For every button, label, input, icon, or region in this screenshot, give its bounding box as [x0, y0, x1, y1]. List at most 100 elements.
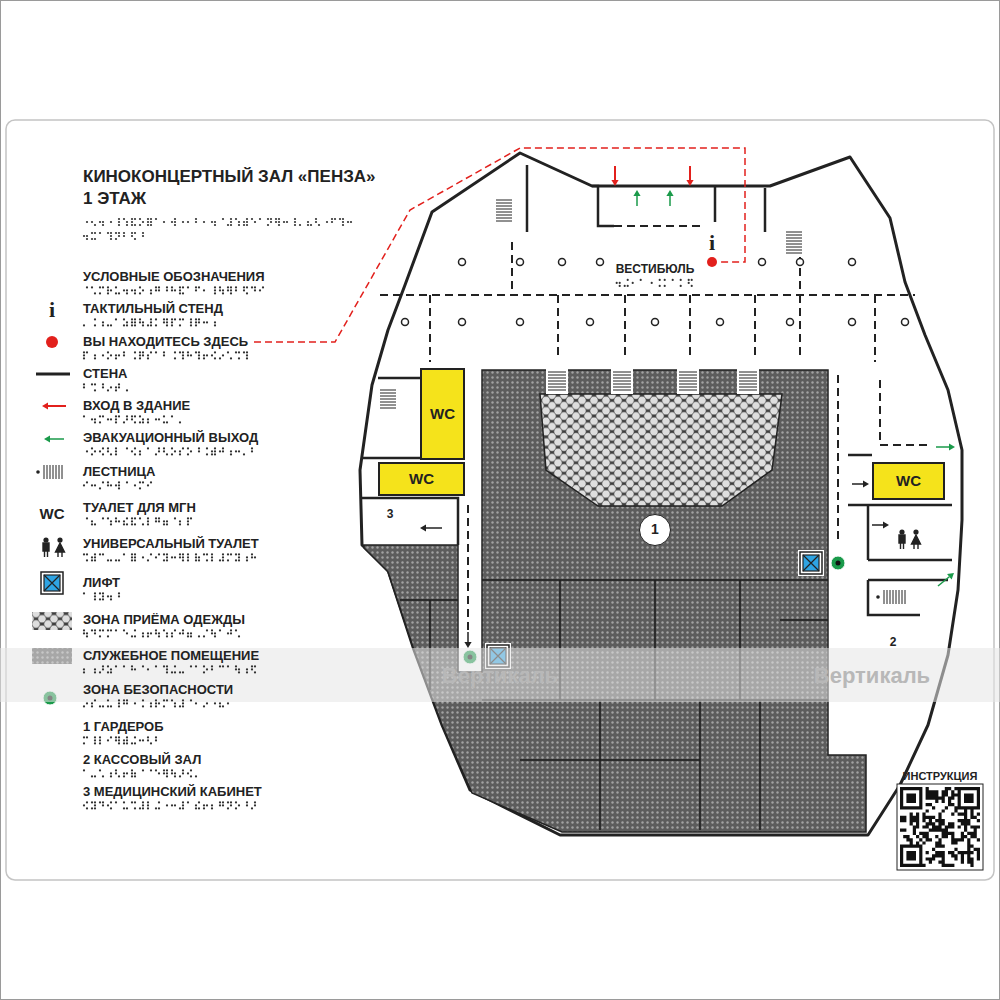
braille-dot	[166, 556, 168, 558]
braille-dot	[142, 523, 144, 525]
braille-dot	[619, 285, 621, 287]
route-line	[624, 295, 626, 360]
braille-dot	[219, 801, 221, 803]
braille-dot	[211, 629, 213, 631]
braille-dot	[158, 801, 160, 803]
braille-dot	[142, 289, 144, 291]
lift-cross	[803, 555, 819, 571]
braille-dot	[102, 415, 104, 417]
braille-row	[83, 415, 181, 423]
braille-dot	[91, 383, 93, 385]
braille-dot	[142, 801, 144, 803]
room-key: 2 КАССОВЫЙ ЗАЛ	[83, 753, 201, 768]
braille-dot	[640, 279, 642, 281]
braille-dot	[107, 286, 109, 288]
exit-arrow-head	[666, 190, 673, 196]
wall	[868, 580, 920, 615]
braille-dot	[147, 739, 149, 741]
braille-dot	[163, 415, 165, 417]
braille-dot	[171, 632, 173, 634]
braille-dot	[198, 807, 200, 809]
stairs-step	[496, 206, 512, 207]
braille-row	[616, 279, 693, 287]
stairs-ground	[784, 229, 804, 257]
braille-dot	[238, 450, 240, 452]
stairs-step	[786, 232, 802, 233]
braille-dot	[179, 671, 181, 673]
braille-dot	[238, 224, 240, 226]
braille-dot	[339, 218, 341, 220]
braille-dot	[195, 553, 197, 555]
stairs-step	[786, 241, 802, 242]
braille-dot	[94, 238, 96, 240]
braille-dot	[179, 286, 181, 288]
stairs-step	[884, 590, 885, 604]
braille-dot	[107, 629, 109, 631]
braille-dot	[131, 232, 133, 234]
braille-dot	[134, 559, 136, 561]
braille-dot	[118, 702, 120, 704]
braille-dot	[206, 447, 208, 449]
braille-dot	[94, 801, 96, 803]
braille-dot	[659, 279, 661, 281]
safety-zone	[831, 556, 845, 570]
braille-dot	[86, 801, 88, 803]
braille-dot	[182, 632, 184, 634]
braille-dot	[107, 357, 109, 359]
stairs-step	[613, 384, 631, 385]
stairs-step	[739, 372, 757, 373]
braille-dot	[342, 221, 344, 223]
braille-dot	[107, 292, 109, 294]
braille-dot	[222, 665, 224, 667]
braille-dot	[230, 289, 232, 291]
stairs-step	[380, 396, 396, 397]
braille-dot	[94, 699, 96, 701]
stairs-step	[899, 590, 900, 604]
braille-dot	[115, 739, 117, 741]
braille-dot	[203, 665, 205, 667]
braille-dot	[107, 635, 109, 637]
lift-symbol	[44, 575, 60, 591]
braille-dot	[166, 321, 168, 323]
braille-dot	[147, 221, 149, 223]
column	[587, 319, 594, 326]
braille-dot	[123, 289, 125, 291]
braille-dot	[238, 559, 240, 561]
braille-dot	[179, 523, 181, 525]
legend-text: УНИВЕРСАЛЬНЫЙ ТУАЛЕТ	[83, 537, 259, 552]
braille-dot	[227, 807, 229, 809]
braille-dot	[142, 232, 144, 234]
braille-dot	[107, 447, 109, 449]
braille-dot	[150, 705, 152, 707]
braille-dot	[166, 769, 168, 771]
stairs-step	[739, 384, 757, 385]
stairs-step	[380, 390, 396, 391]
braille-dot	[115, 801, 117, 803]
braille-dot	[83, 354, 85, 356]
braille-dot	[659, 285, 661, 287]
braille-row	[83, 553, 256, 561]
braille-dot	[102, 321, 104, 323]
braille-dot	[115, 418, 117, 420]
column	[797, 259, 804, 266]
braille-dot	[126, 807, 128, 809]
braille-dot	[627, 279, 629, 281]
braille-dot	[235, 286, 237, 288]
braille-dot	[246, 286, 248, 288]
braille-dot	[195, 318, 197, 320]
braille-dot	[123, 775, 125, 777]
braille-dot	[294, 218, 296, 220]
braille-dot	[123, 324, 125, 326]
braille-dot	[195, 807, 197, 809]
braille-dot	[150, 742, 152, 744]
braille-dot	[86, 235, 88, 237]
braille-dot	[126, 418, 128, 420]
braille-dot	[99, 553, 101, 555]
braille-dot	[275, 218, 277, 220]
braille-dot	[142, 699, 144, 701]
braille-row	[83, 769, 197, 777]
braille-dot	[198, 447, 200, 449]
braille-dot	[163, 318, 165, 320]
lift-symbol	[803, 555, 819, 571]
braille-dot	[99, 736, 101, 738]
